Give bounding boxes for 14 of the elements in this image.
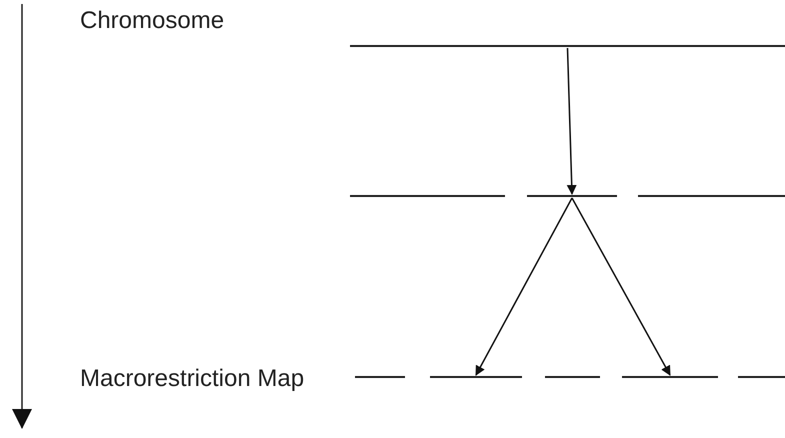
arrow [571, 198, 671, 376]
fragment-line [638, 195, 785, 197]
fragment-line [527, 195, 617, 197]
arrow [566, 48, 577, 195]
fragment-line [622, 376, 718, 378]
fragment-line [738, 376, 785, 378]
fragment-line [350, 195, 505, 197]
fragment-line [355, 376, 405, 378]
fragment-line [430, 376, 522, 378]
row-label: Macrorestriction Map [80, 364, 306, 394]
fragment-line [545, 376, 600, 378]
row-label: Chromosome [80, 6, 226, 36]
fragment-line [350, 45, 785, 47]
arrow [475, 198, 573, 376]
